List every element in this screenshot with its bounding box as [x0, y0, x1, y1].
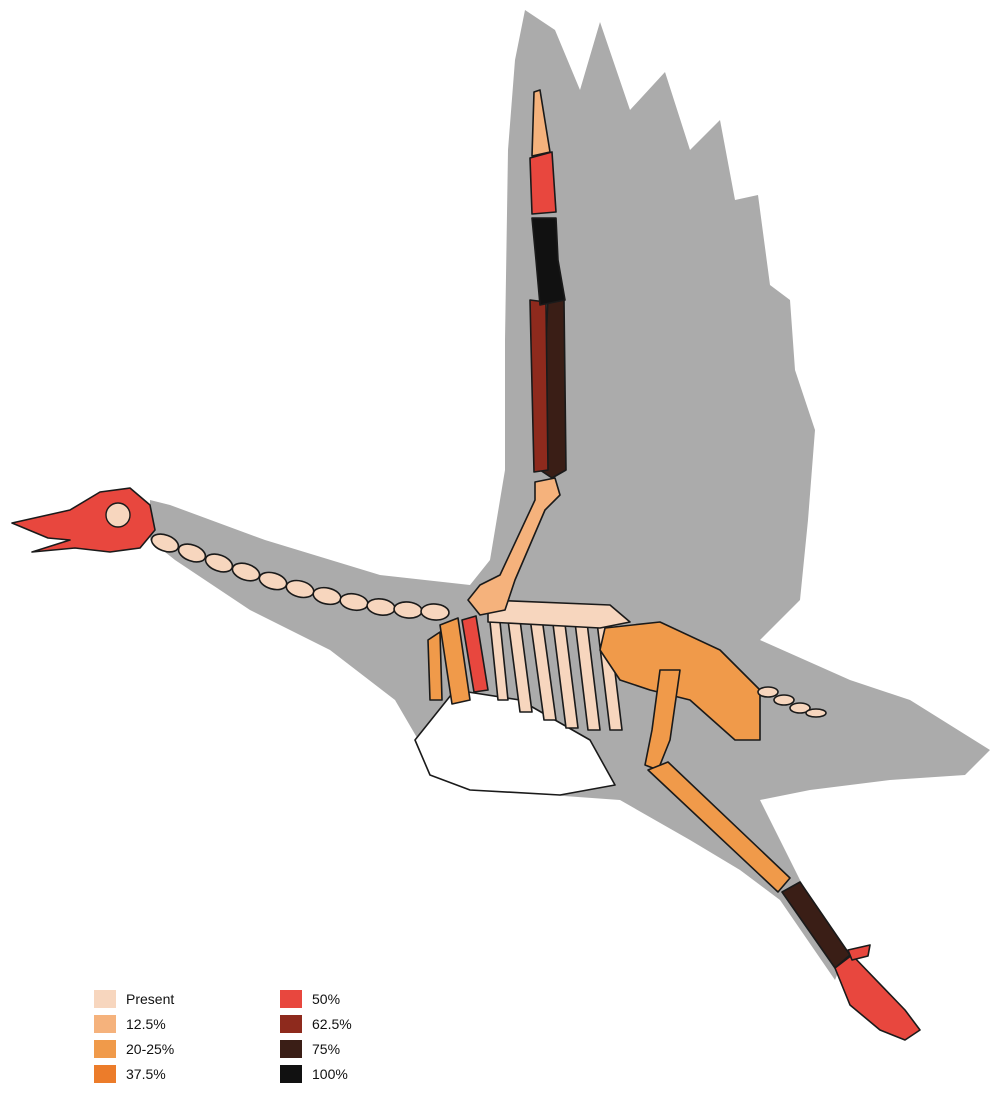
legend-swatch	[94, 990, 116, 1008]
legend-label: 75%	[312, 1041, 340, 1057]
legend-swatch	[94, 1065, 116, 1083]
legend-item-75: 75%	[280, 1038, 340, 1060]
legend-swatch	[94, 1015, 116, 1033]
legend-label: 37.5%	[126, 1066, 166, 1082]
legend-item-62-5: 62.5%	[280, 1013, 352, 1035]
legend-item-37-5: 37.5%	[94, 1063, 166, 1085]
hallux	[848, 945, 870, 960]
legend-item-present: Present	[94, 988, 174, 1010]
legend-item-12-5: 12.5%	[94, 1013, 166, 1035]
legend-label: Present	[126, 991, 174, 1007]
coracoid-left	[428, 632, 442, 700]
legend-swatch	[280, 1065, 302, 1083]
legend-label: 12.5%	[126, 1016, 166, 1032]
tarsometatarsus	[782, 882, 850, 968]
carpometacarpus	[530, 152, 556, 214]
legend-item-20-25: 20-25%	[94, 1038, 174, 1060]
legend-swatch	[280, 1015, 302, 1033]
skull	[12, 488, 155, 552]
radius	[530, 300, 548, 472]
legend-item-50: 50%	[280, 988, 340, 1010]
legend-swatch	[280, 1040, 302, 1058]
legend-item-100: 100%	[280, 1063, 348, 1085]
skull-orbit	[106, 503, 130, 527]
toes	[835, 955, 920, 1040]
legend-swatch	[280, 990, 302, 1008]
legend-label: 62.5%	[312, 1016, 352, 1032]
legend-label: 100%	[312, 1066, 348, 1082]
body-silhouette	[150, 10, 990, 980]
legend-label: 50%	[312, 991, 340, 1007]
legend-swatch	[94, 1040, 116, 1058]
legend-label: 20-25%	[126, 1041, 174, 1057]
